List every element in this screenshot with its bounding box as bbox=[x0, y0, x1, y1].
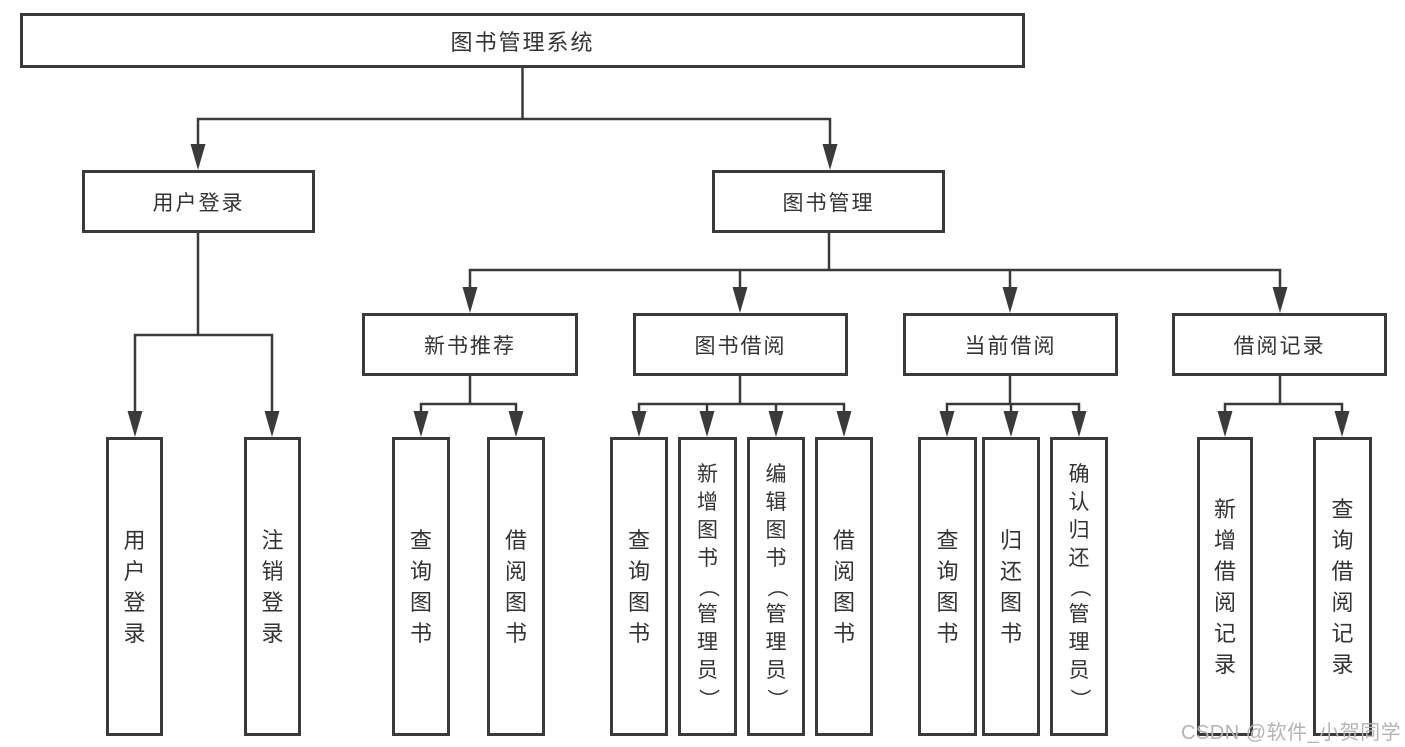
arrowhead-icon bbox=[1002, 287, 1018, 313]
leaf-return-books: 归还图书 bbox=[982, 437, 1040, 736]
arrowhead-icon bbox=[190, 144, 206, 170]
leaf-query-books-current: 查询图书 bbox=[918, 437, 977, 736]
leaf-query-books-recommend: 查询图书 bbox=[392, 437, 450, 736]
leaf-add-borrow-record: 新增借阅记录 bbox=[1197, 437, 1253, 736]
leaf-borrow-books-recommend: 借阅图书 bbox=[487, 437, 545, 736]
arrowhead-icon bbox=[1003, 411, 1019, 437]
node-root: 图书管理系统 bbox=[20, 13, 1025, 68]
arrowhead-icon bbox=[822, 144, 838, 170]
node-book-borrowing: 图书借阅 bbox=[633, 313, 848, 376]
arrowhead-icon bbox=[127, 411, 143, 437]
watermark: CSDN @软件_小贺同学 bbox=[1181, 722, 1402, 744]
arrowhead-icon bbox=[413, 411, 429, 437]
arrowhead-icon bbox=[1071, 411, 1087, 437]
arrowhead-icon bbox=[768, 411, 784, 437]
arrowhead-icon bbox=[836, 411, 852, 437]
arrowhead-icon bbox=[1334, 411, 1350, 437]
leaf-logout: 注销登录 bbox=[244, 437, 301, 736]
node-new-book-recommendation: 新书推荐 bbox=[362, 313, 578, 376]
arrowhead-icon bbox=[462, 287, 478, 313]
leaf-borrow-books-borrowing: 借阅图书 bbox=[815, 437, 873, 736]
arrowhead-icon bbox=[264, 411, 280, 437]
arrowhead-icon bbox=[732, 287, 748, 313]
node-book-management: 图书管理 bbox=[712, 170, 945, 233]
leaf-user-login: 用户登录 bbox=[106, 437, 163, 736]
arrowhead-icon bbox=[699, 411, 715, 437]
node-user-login: 用户登录 bbox=[82, 170, 315, 233]
node-borrowing-records: 借阅记录 bbox=[1172, 313, 1387, 376]
leaf-edit-book-admin: 编辑图书（管理员） bbox=[747, 437, 805, 736]
arrowhead-icon bbox=[1272, 287, 1288, 313]
arrowhead-icon bbox=[508, 411, 524, 437]
arrowhead-icon bbox=[631, 411, 647, 437]
leaf-confirm-return-admin: 确认归还（管理员） bbox=[1050, 437, 1108, 736]
leaf-query-books-borrowing: 查询图书 bbox=[610, 437, 668, 736]
leaf-query-borrow-record: 查询借阅记录 bbox=[1313, 437, 1372, 736]
arrowhead-icon bbox=[1217, 411, 1233, 437]
leaf-add-book-admin: 新增图书（管理员） bbox=[678, 437, 737, 736]
arrowhead-icon bbox=[939, 411, 955, 437]
node-current-borrowing: 当前借阅 bbox=[903, 313, 1118, 376]
